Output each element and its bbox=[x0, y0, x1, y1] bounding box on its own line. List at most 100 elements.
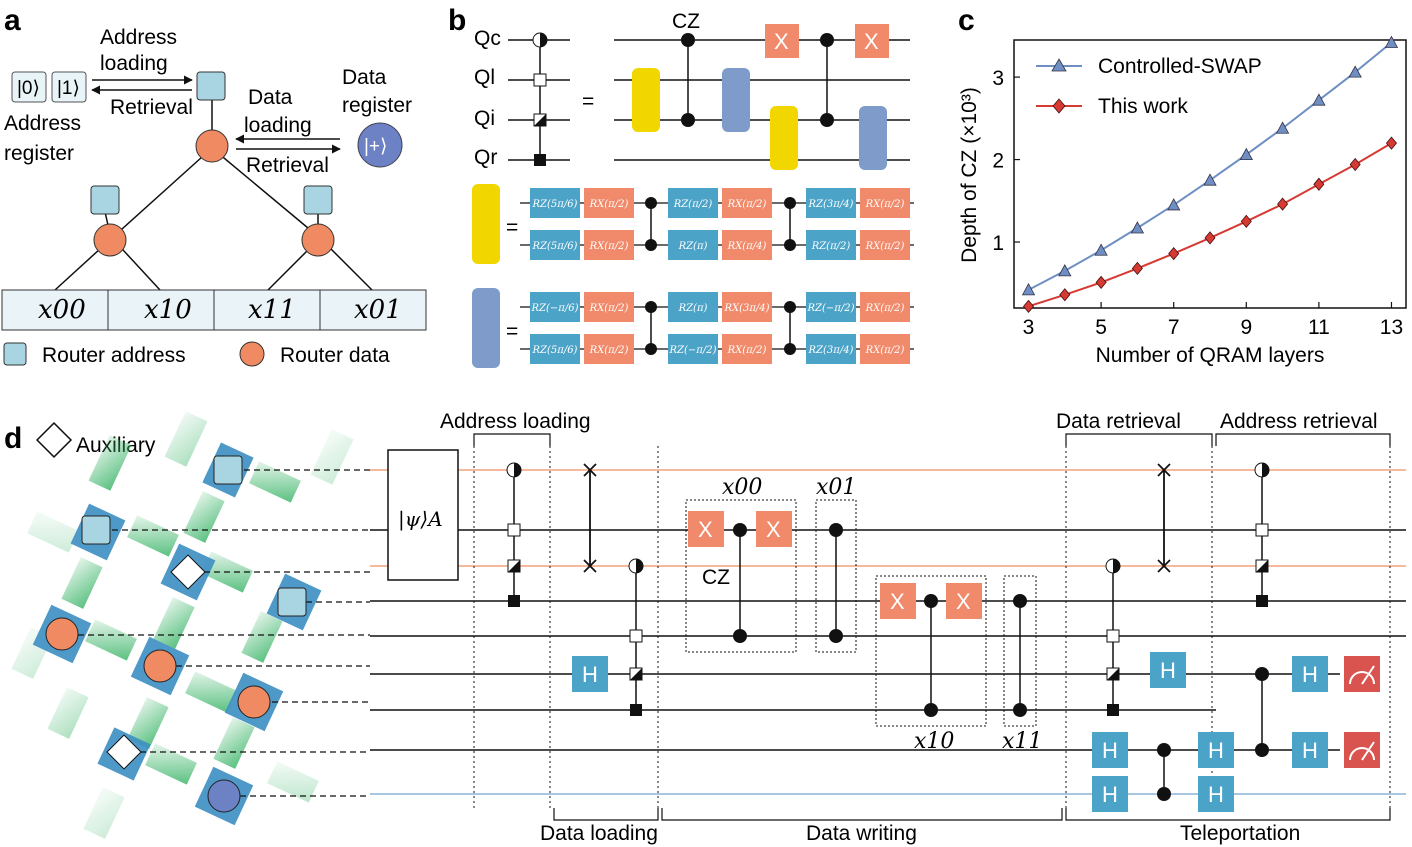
blue-gate bbox=[859, 106, 887, 170]
x00-box bbox=[685, 499, 797, 653]
cz-dot bbox=[645, 197, 657, 209]
rotation-gate-label: RX(π/2) bbox=[865, 345, 905, 356]
x-tick-label: 5 bbox=[1095, 316, 1107, 339]
cz-dot bbox=[924, 594, 938, 608]
rotation-gate-label: RX(3π/4) bbox=[723, 303, 769, 314]
cz-dot bbox=[681, 113, 695, 127]
triangle-marker-icon bbox=[1051, 58, 1067, 72]
cz-dot bbox=[784, 343, 796, 355]
x-gate bbox=[855, 24, 889, 58]
diamond-point bbox=[1313, 177, 1325, 191]
qubit-label-qi: Qi bbox=[474, 107, 495, 130]
h-gate-label: H bbox=[1302, 662, 1318, 687]
rotation-gate-label: RZ(−π/2) bbox=[807, 303, 855, 314]
address-loading-gate bbox=[506, 462, 522, 607]
diamond-point bbox=[1131, 261, 1143, 276]
rotation-gate-label: RX(π/2) bbox=[865, 241, 905, 252]
router-address-node bbox=[213, 455, 243, 485]
x-tick-label: 11 bbox=[1308, 316, 1330, 339]
rotation-gate-label: RX(π/2) bbox=[727, 199, 767, 210]
triangle-point bbox=[1130, 221, 1145, 234]
x-tick-label: 9 bbox=[1240, 316, 1252, 339]
h-gate-label: H bbox=[1208, 782, 1224, 807]
diamond-point bbox=[1240, 214, 1252, 229]
router-address-node bbox=[303, 185, 333, 215]
section-data-retrieval: Data retrieval bbox=[1056, 410, 1181, 433]
rotation-gate-label: RX(π/2) bbox=[589, 345, 629, 356]
cz-dot bbox=[784, 239, 796, 251]
rz-gate bbox=[806, 292, 856, 322]
rotation-gate-label: RZ(5π/6) bbox=[532, 345, 578, 356]
triangle-point bbox=[1094, 243, 1108, 256]
y-tick-label: 3 bbox=[992, 67, 1004, 90]
h-gate bbox=[1150, 652, 1186, 688]
cz-dot bbox=[820, 113, 834, 127]
qubit-label-qr: Qr bbox=[474, 146, 497, 169]
x-gate bbox=[946, 583, 982, 619]
router-address-node bbox=[81, 515, 111, 545]
x-gate bbox=[756, 511, 792, 547]
rx-gate bbox=[860, 334, 910, 364]
lattice bbox=[11, 411, 370, 839]
ket0-text: |0⟩ bbox=[17, 78, 40, 99]
cz-dot bbox=[733, 523, 747, 537]
router-address-node bbox=[196, 71, 226, 101]
h-gate bbox=[1292, 656, 1328, 692]
cz-dot bbox=[1157, 743, 1171, 757]
rotation-gate-label: RZ(π/2) bbox=[673, 199, 713, 210]
x-gate-label: X bbox=[774, 29, 789, 54]
rotation-gate-label: RX(π/4) bbox=[727, 241, 767, 252]
address-retrieval-gate bbox=[1254, 462, 1270, 607]
address-register-line2: register bbox=[4, 142, 74, 165]
rotation-gate-label: RZ(5π/6) bbox=[532, 199, 578, 210]
plot-frame bbox=[1013, 39, 1407, 309]
data-register-line2: register bbox=[342, 94, 412, 117]
triangle-point bbox=[1058, 264, 1072, 277]
rz-gate bbox=[668, 334, 718, 364]
router-data-node bbox=[301, 223, 335, 257]
rx-gate bbox=[722, 334, 772, 364]
router-address-node bbox=[90, 185, 120, 215]
x01-label: x01 bbox=[816, 475, 856, 500]
rz-gate bbox=[530, 230, 580, 260]
series-line-1 bbox=[1028, 142, 1392, 308]
diamond-point bbox=[1095, 275, 1107, 290]
rotation-gate-label: RZ(−π/2) bbox=[669, 345, 717, 356]
half-square-fill bbox=[534, 114, 546, 126]
rx-gate bbox=[860, 230, 910, 260]
swap-gate bbox=[583, 463, 597, 573]
panel-a-letter: a bbox=[4, 4, 21, 37]
data-loading-line2: loading bbox=[244, 114, 312, 137]
cz-dot bbox=[645, 301, 657, 313]
x-axis-label: Number of QRAM layers bbox=[1096, 344, 1325, 367]
rz-gate bbox=[530, 188, 580, 218]
cz-dot bbox=[829, 523, 843, 537]
ket0-box bbox=[11, 71, 47, 103]
yellow-decomposition: RZ(5π/6) RX(π/2) RZ(π/2) RX(π/2) RZ(3π/4) RX(… bbox=[520, 188, 914, 260]
blue-gate-legend bbox=[472, 288, 500, 368]
section-data-writing: Data writing bbox=[806, 822, 917, 845]
ketplus-text: |+⟩ bbox=[364, 136, 387, 157]
open-square-icon bbox=[533, 73, 547, 87]
h-gate-label: H bbox=[1208, 738, 1224, 763]
y-tick-label: 1 bbox=[992, 232, 1004, 255]
rotation-gate-label: RZ(3π/4) bbox=[808, 199, 854, 210]
section-teleportation: Teleportation bbox=[1180, 822, 1300, 845]
router-address-node bbox=[277, 587, 307, 617]
rz-gate bbox=[668, 230, 718, 260]
x-gate-label: X bbox=[956, 589, 971, 614]
rotation-gate-label: RX(π/2) bbox=[589, 199, 629, 210]
triangle-point bbox=[1021, 283, 1036, 296]
equals-sign: = bbox=[506, 320, 518, 343]
cell-x11: x11 bbox=[248, 295, 296, 325]
psi-state-box bbox=[387, 449, 459, 581]
measure-icon bbox=[1344, 732, 1380, 768]
yellow-gate-legend bbox=[472, 184, 500, 264]
data-qubit-node bbox=[207, 779, 241, 813]
triangle-point bbox=[1167, 198, 1181, 211]
rotation-gate-label: RX(π/2) bbox=[589, 303, 629, 314]
triangle-point bbox=[1275, 121, 1290, 134]
cz-label: CZ bbox=[672, 10, 700, 33]
measure-icon bbox=[1344, 656, 1380, 692]
